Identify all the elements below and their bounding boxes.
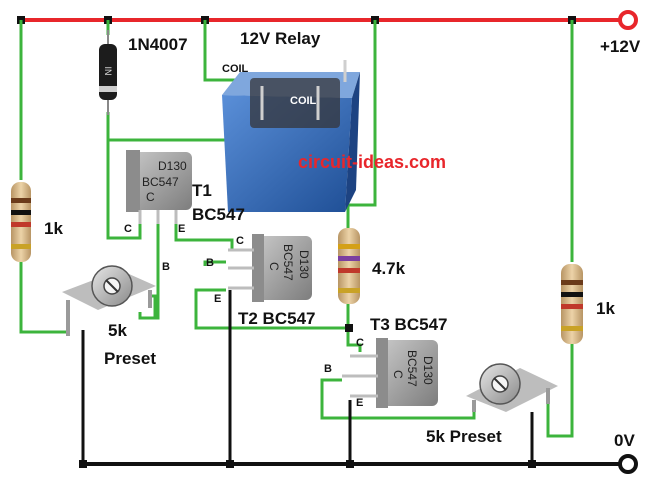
r2-label: 4.7k bbox=[372, 259, 406, 278]
diode-1n4007: IN bbox=[99, 30, 117, 115]
coil-left-label: COIL bbox=[222, 63, 249, 75]
r3-label: 1k bbox=[596, 299, 615, 318]
t1-pin-e: E bbox=[178, 223, 185, 235]
supply-positive-label: +12V bbox=[600, 37, 641, 56]
transistor-t2: D130 BC547 C bbox=[228, 234, 312, 302]
t2-pin-e: E bbox=[214, 293, 221, 305]
diode-marking: IN bbox=[103, 67, 113, 76]
preset2-label: 5k Preset bbox=[426, 427, 502, 446]
relay-label: 12V Relay bbox=[240, 29, 321, 48]
relay bbox=[222, 60, 360, 212]
t3-pin-b: B bbox=[324, 363, 332, 375]
ground-terminal bbox=[618, 454, 638, 474]
r1-label: 1k bbox=[44, 219, 63, 238]
diode-label: 1N4007 bbox=[128, 35, 188, 54]
t2-pin-c: C bbox=[236, 235, 244, 247]
t1-code: D130 bbox=[158, 159, 187, 173]
positive-terminal bbox=[618, 10, 638, 30]
preset-5k-right bbox=[466, 363, 558, 412]
ground-rail bbox=[79, 454, 638, 474]
t1-part-marking: BC547 bbox=[142, 175, 179, 189]
t1-name-label: T1 bbox=[192, 181, 212, 200]
wires bbox=[19, 20, 574, 438]
supply-ground-label: 0V bbox=[614, 431, 635, 450]
ground-wires bbox=[81, 290, 534, 464]
t3-code: D130 bbox=[421, 356, 435, 385]
t2-part-marking: BC547 bbox=[281, 244, 295, 281]
t1-suffix: C bbox=[146, 190, 155, 204]
transistor-t1: D130 BC547 C bbox=[126, 150, 192, 224]
preset1-value-label: 5k bbox=[108, 321, 127, 340]
t2-code: D130 bbox=[297, 250, 311, 279]
transistor-t3: D130 BC547 C bbox=[342, 338, 438, 408]
t3-part-marking: BC547 bbox=[405, 350, 419, 387]
preset-5k-left bbox=[62, 265, 156, 336]
t3-pin-e: E bbox=[356, 397, 363, 409]
resistor-4k7 bbox=[338, 228, 360, 304]
resistor-1k-right bbox=[561, 264, 583, 344]
t1-pin-b: B bbox=[162, 261, 170, 273]
t3-pin-c: C bbox=[356, 337, 364, 349]
coil-right-label: COIL bbox=[290, 95, 317, 107]
t3-suffix: C bbox=[391, 370, 405, 379]
t2-suffix: C bbox=[267, 262, 281, 271]
t3-label: T3 BC547 bbox=[370, 315, 447, 334]
positive-rail bbox=[17, 10, 638, 30]
t2-pin-b: B bbox=[206, 257, 214, 269]
watermark: circuit-ideas.com bbox=[298, 152, 446, 172]
junction-node bbox=[345, 324, 353, 332]
preset1-word-label: Preset bbox=[104, 349, 156, 368]
resistor-1k-left bbox=[11, 182, 31, 262]
t2-label: T2 BC547 bbox=[238, 309, 315, 328]
t1-pin-c: C bbox=[124, 223, 132, 235]
t1-part-label: BC547 bbox=[192, 205, 245, 224]
